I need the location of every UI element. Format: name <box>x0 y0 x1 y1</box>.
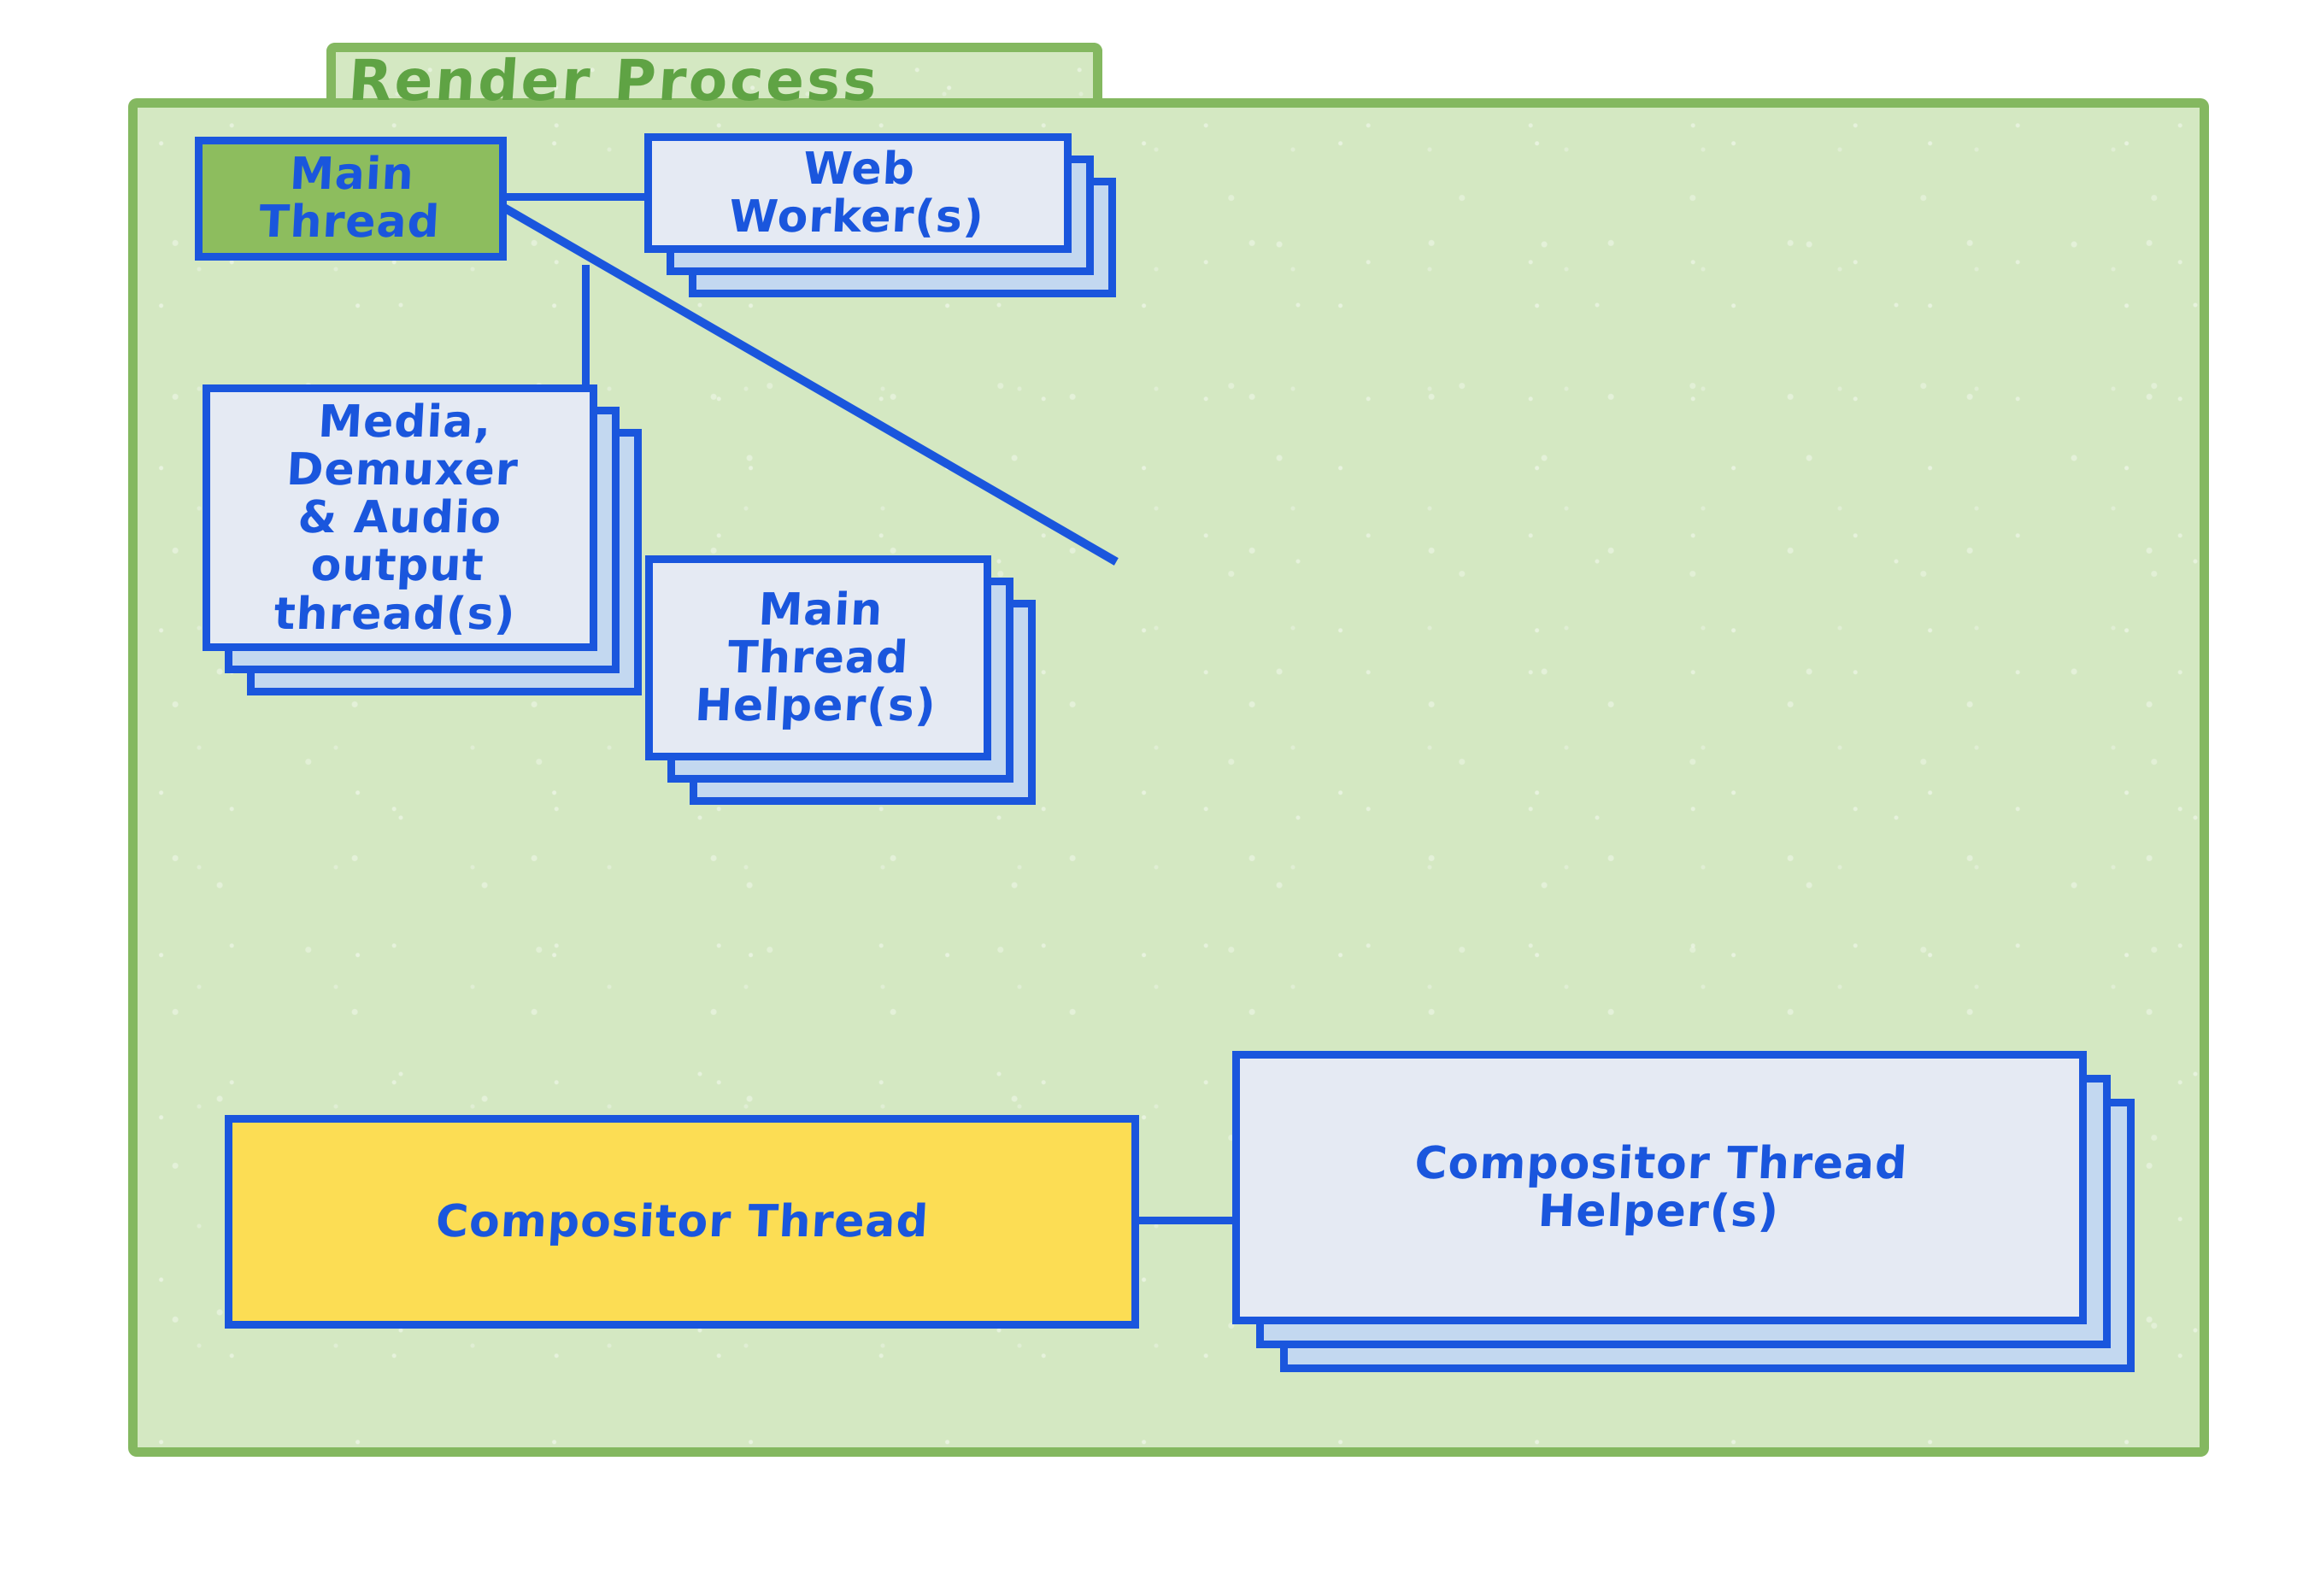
connector-main-thread-to-web-workers <box>504 193 651 201</box>
connector-main-thread-to-media <box>582 265 590 389</box>
render-process-tab <box>326 43 1102 120</box>
node-main-thread-label: Main Thread <box>257 149 442 249</box>
node-compositor-thread-face: Compositor Thread <box>225 1115 1139 1329</box>
node-main-thread-helpers[interactable]: Main Thread Helper(s) <box>645 555 1036 805</box>
node-web-workers-label: Web Worker(s) <box>727 143 986 243</box>
node-compositor-thread-label: Compositor Thread <box>434 1195 930 1247</box>
node-compositor-thread[interactable]: Compositor Thread <box>225 1115 1139 1329</box>
page-title: Render Process <box>346 48 882 114</box>
node-compositor-thread-helpers-face: Compositor Thread Helper(s) <box>1232 1051 2087 1324</box>
node-media-demuxer-audio-label: Media, Demuxer & Audio output thread(s) <box>273 396 520 640</box>
node-compositor-thread-helpers-label: Compositor Thread Helper(s) <box>1413 1137 1909 1237</box>
node-media-demuxer-audio-face: Media, Demuxer & Audio output thread(s) <box>203 384 597 651</box>
node-main-thread-helpers-face: Main Thread Helper(s) <box>645 555 991 760</box>
node-web-workers-face: Web Worker(s) <box>644 133 1072 253</box>
node-main-thread[interactable]: Main Thread <box>195 137 507 261</box>
node-compositor-thread-helpers[interactable]: Compositor Thread Helper(s) <box>1232 1051 2135 1372</box>
node-media-demuxer-audio[interactable]: Media, Demuxer & Audio output thread(s) <box>203 384 642 695</box>
connector-compositor-to-compositor-helpers <box>1132 1217 1235 1224</box>
render-process-container: Render Process Main Thread Web Worker(s) <box>128 43 2209 1457</box>
node-main-thread-helpers-label: Main Thread Helper(s) <box>693 584 938 732</box>
node-main-thread-face: Main Thread <box>195 137 507 261</box>
node-web-workers[interactable]: Web Worker(s) <box>644 133 1116 297</box>
